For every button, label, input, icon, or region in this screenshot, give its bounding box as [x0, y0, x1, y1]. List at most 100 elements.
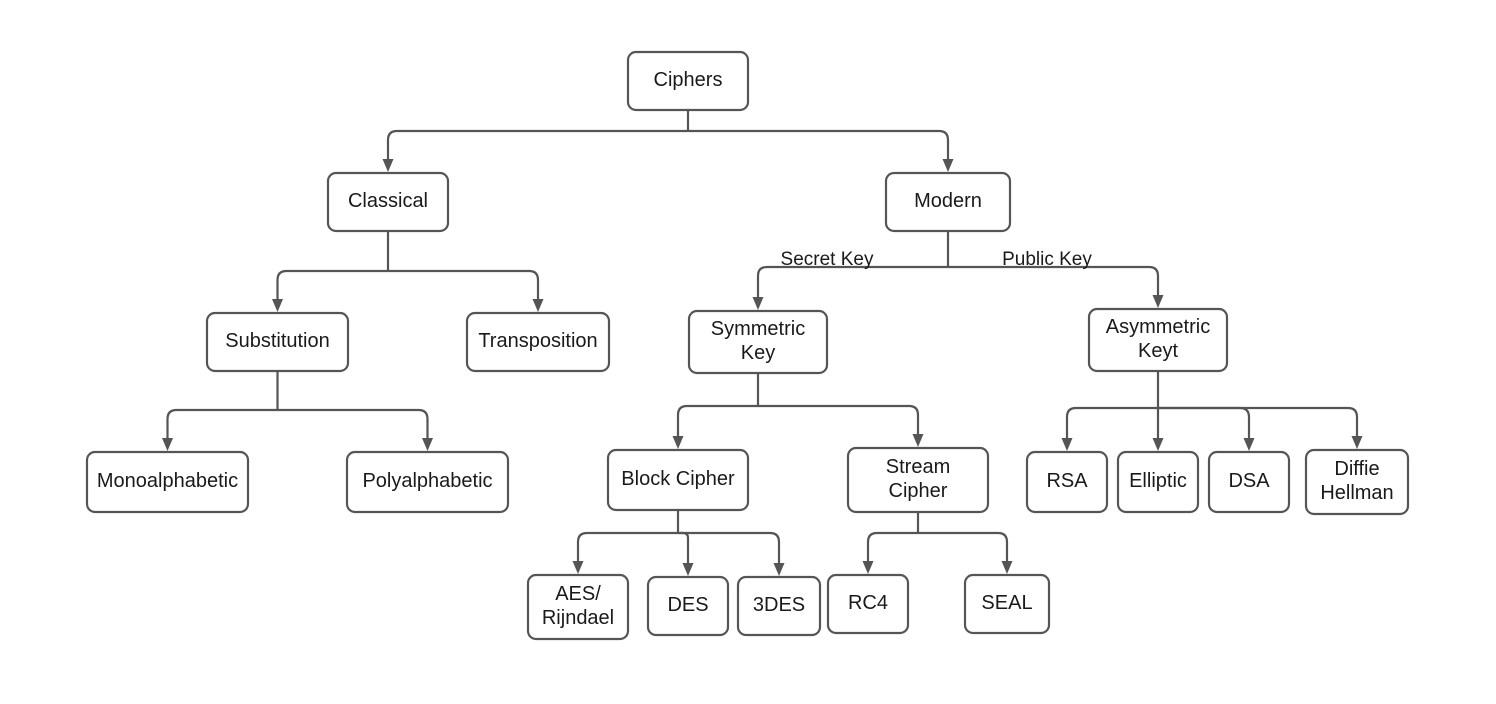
e-stream-rc4	[866, 531, 918, 561]
e-modern-asymmetric-arrowhead	[1152, 295, 1164, 308]
node-dsa[interactable]: DSA	[1207, 450, 1291, 514]
e-asymmetric-elliptic-arrowhead	[1152, 438, 1164, 451]
node-box-stream-cipher[interactable]	[846, 446, 990, 514]
node-label-polyalphabetic: Polyalphabetic	[362, 470, 492, 492]
node-rsa[interactable]: RSA	[1025, 450, 1109, 514]
e-symmetric-stream-arrowhead	[912, 434, 924, 447]
edge-group-stream-cipher	[862, 512, 1013, 574]
node-box-polyalphabetic[interactable]	[345, 450, 510, 514]
node-box-asymmetric-key[interactable]	[1087, 307, 1229, 373]
e-ciphers-classical-arrowhead	[382, 159, 394, 172]
node-block-cipher[interactable]: Block Cipher	[606, 448, 750, 512]
node-label-transposition: Transposition	[478, 330, 597, 352]
e-substitution-poly-arrowhead	[422, 438, 433, 451]
node-ciphers[interactable]: Ciphers	[626, 50, 750, 112]
edge-group-classical	[272, 231, 544, 312]
e-symmetric-block-arrowhead	[672, 436, 684, 449]
node-box-seal[interactable]	[963, 573, 1051, 635]
e-ciphers-modern-arrowhead	[942, 159, 954, 172]
node-aes-rijndael[interactable]: AES/Rijndael	[526, 573, 630, 641]
e-substitution-mono-arrowhead	[162, 438, 173, 451]
edge-group-symmetric-key	[672, 373, 924, 449]
node-label-monoalphabetic: Monoalphabetic	[97, 470, 238, 492]
node-label-rc4: RC4	[848, 592, 888, 614]
node-box-classical[interactable]	[326, 171, 450, 233]
e-block-3des-arrowhead	[773, 563, 785, 576]
e-block-3des	[678, 531, 781, 563]
node-label-3des: 3DES	[753, 594, 805, 616]
node-transposition[interactable]: Transposition	[465, 311, 611, 373]
node-label-block-cipher: Block Cipher	[621, 468, 735, 490]
e-asymmetric-diffie	[1158, 406, 1359, 436]
node-box-elliptic[interactable]	[1116, 450, 1200, 514]
node-modern[interactable]: Modern	[884, 171, 1012, 233]
node-box-rsa[interactable]	[1025, 450, 1109, 514]
e-classical-substitution-arrowhead	[272, 299, 283, 312]
edge-group-ciphers	[382, 110, 954, 172]
e-classical-transposition	[388, 269, 540, 299]
node-label-modern: Modern	[914, 190, 982, 212]
e-stream-seal-arrowhead	[1001, 561, 1013, 574]
e-substitution-poly	[277, 408, 429, 438]
node-seal[interactable]: SEAL	[963, 573, 1051, 635]
node-label-ciphers: Ciphers	[654, 69, 723, 91]
node-rc4[interactable]: RC4	[826, 573, 910, 635]
edge-group-substitution	[162, 371, 433, 451]
node-box-monoalphabetic[interactable]	[85, 450, 250, 514]
e-asymmetric-dsa-arrowhead	[1243, 438, 1255, 451]
node-label-dsa: DSA	[1228, 470, 1270, 492]
node-box-transposition[interactable]	[465, 311, 611, 373]
e-ciphers-modern	[688, 129, 950, 159]
node-monoalphabetic[interactable]: Monoalphabetic	[85, 450, 250, 514]
node-label-classical: Classical	[348, 190, 428, 212]
node-box-aes-rijndael[interactable]	[526, 573, 630, 641]
node-box-rc4[interactable]	[826, 573, 910, 635]
node-label-substitution: Substitution	[225, 330, 330, 352]
node-label-elliptic: Elliptic	[1129, 470, 1187, 492]
node-des[interactable]: DES	[646, 575, 730, 637]
node-box-diffie-hellman[interactable]	[1304, 448, 1410, 516]
e-symmetric-block	[676, 404, 758, 436]
edges-layer	[162, 110, 1363, 576]
e-stream-seal	[918, 531, 1009, 561]
node-3des[interactable]: 3DES	[736, 575, 822, 637]
e-classical-transposition-arrowhead	[532, 299, 544, 312]
node-classical[interactable]: Classical	[326, 171, 450, 233]
e-asymmetric-rsa-arrowhead	[1061, 438, 1073, 451]
edge-group-modern	[752, 231, 1164, 310]
e-classical-substitution	[276, 269, 388, 299]
e-stream-rc4-arrowhead	[862, 561, 874, 574]
node-box-des[interactable]	[646, 575, 730, 637]
node-label-des: DES	[667, 594, 708, 616]
e-block-des-arrowhead	[682, 563, 694, 576]
node-box-symmetric-key[interactable]	[687, 309, 829, 375]
label-public-key: Public Key	[1002, 249, 1092, 270]
node-box-block-cipher[interactable]	[606, 448, 750, 512]
e-modern-symmetric-arrowhead	[752, 297, 764, 310]
node-polyalphabetic[interactable]: Polyalphabetic	[345, 450, 510, 514]
node-substitution[interactable]: Substitution	[205, 311, 350, 373]
node-box-dsa[interactable]	[1207, 450, 1291, 514]
e-modern-asymmetric	[948, 265, 1160, 295]
node-box-3des[interactable]	[736, 575, 822, 637]
node-label-seal: SEAL	[981, 592, 1032, 614]
node-box-modern[interactable]	[884, 171, 1012, 233]
e-modern-symmetric	[756, 265, 948, 297]
node-box-ciphers[interactable]	[626, 50, 750, 112]
node-elliptic[interactable]: Elliptic	[1116, 450, 1200, 514]
node-box-substitution[interactable]	[205, 311, 350, 373]
e-asymmetric-dsa	[1158, 406, 1251, 438]
e-asymmetric-rsa	[1065, 406, 1158, 438]
e-ciphers-classical	[386, 129, 688, 159]
e-block-aes-arrowhead	[572, 561, 584, 574]
